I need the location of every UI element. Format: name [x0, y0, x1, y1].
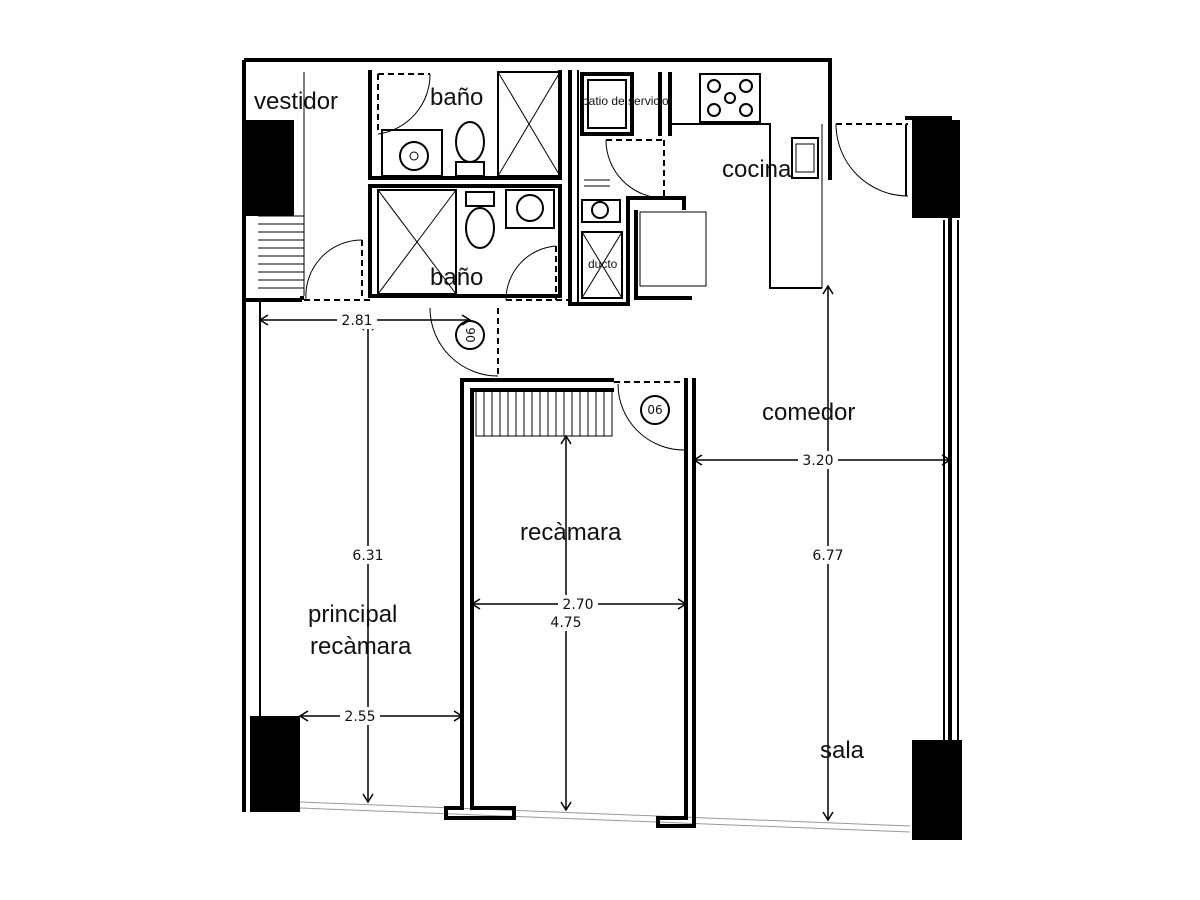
dimension-labels: 2.81 3.20 6.31 6.77 2.70 4.75 2.55	[337, 311, 848, 725]
door-tag-circle-right	[640, 395, 670, 425]
sink-icon-2	[505, 189, 555, 229]
dim-270: 2.70	[562, 597, 593, 613]
fridge-icon	[639, 211, 707, 287]
sink-icon	[381, 129, 443, 177]
vestidor-area	[244, 72, 305, 302]
room-label-sala: sala	[820, 737, 865, 764]
room-label-patio: patio de servicio	[582, 94, 669, 108]
room-label-bano-top: baño	[430, 84, 483, 111]
column-bottom-right	[912, 740, 962, 840]
dim-320: 3.20	[802, 453, 833, 469]
toilet-icon	[455, 121, 485, 163]
kitchen-sink-icon	[791, 137, 819, 179]
toilet-icon-2	[465, 207, 495, 249]
ducto-box	[581, 231, 623, 299]
service-area	[568, 70, 707, 306]
structural-columns	[244, 120, 962, 840]
door-tag-left: 90	[463, 327, 477, 342]
door-tag-circle-left	[455, 320, 485, 350]
column-top-right	[912, 120, 960, 218]
bathroom-bottom	[304, 184, 568, 301]
room-label-comedor: comedor	[762, 399, 855, 426]
room-label-recamara: recàmara	[520, 519, 622, 546]
bathroom-top	[368, 70, 562, 180]
stove-burners	[707, 79, 753, 117]
room-label-principal: principal	[308, 601, 397, 628]
column-bottom-left	[250, 716, 300, 812]
column-top-left	[244, 120, 294, 216]
dim-475: 4.75	[550, 615, 581, 631]
bedroom-closet	[475, 389, 613, 437]
dim-281: 2.81	[341, 313, 372, 329]
dim-631: 6.31	[352, 548, 383, 564]
door-tag-right: 06	[647, 403, 662, 417]
room-label-ducto: ducto	[588, 257, 618, 271]
washer-icon	[580, 72, 634, 136]
dim-677: 6.77	[812, 548, 843, 564]
room-label-vestidor: vestidor	[254, 88, 338, 115]
dim-255: 2.55	[344, 709, 375, 725]
room-label-cocina: cocina	[722, 156, 792, 183]
boiler-icon	[581, 199, 621, 223]
stove-icon	[699, 73, 761, 123]
vestidor-shelving	[258, 72, 305, 296]
room-label-principal-recamara: recàmara	[310, 633, 412, 660]
bedroom-walls: 06	[444, 378, 696, 828]
kitchen	[670, 73, 909, 289]
room-label-bano-bottom: baño	[430, 264, 483, 291]
room-labels: vestidor baño baño patio de servicio coc…	[254, 84, 865, 764]
hall-door-90: 90	[429, 307, 499, 377]
